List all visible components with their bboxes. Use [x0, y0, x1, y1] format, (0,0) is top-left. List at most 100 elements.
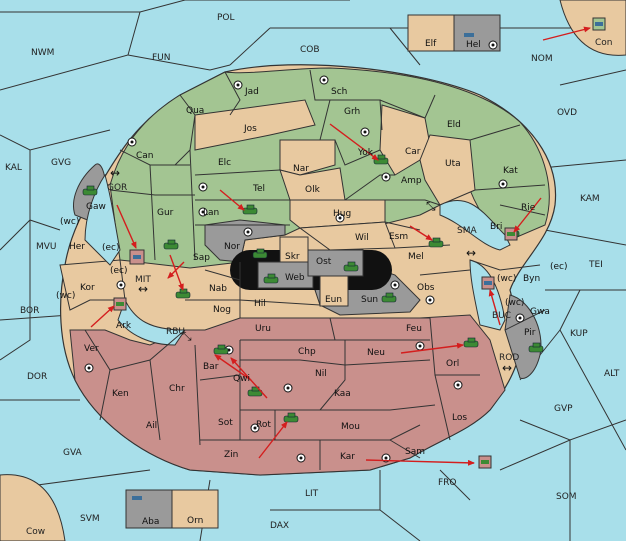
province-label-nil: Nil — [315, 369, 327, 379]
province-label-eun: Eun — [325, 295, 342, 305]
fleet-unit-icon[interactable] — [592, 17, 606, 31]
province-label-qua: Qua — [186, 106, 204, 116]
province-label-ark: Ark — [116, 321, 132, 331]
sea-label-sma: SMA — [457, 226, 477, 236]
sea-label-ovd: OVD — [557, 108, 577, 118]
army-unit-icon[interactable] — [263, 273, 279, 284]
province-label-eld: Eld — [447, 120, 461, 130]
province-label-orn: Orn — [187, 516, 203, 526]
army-unit-icon[interactable] — [213, 344, 229, 355]
passage-mit-arrow: ↔ — [138, 282, 148, 296]
sea-label-bor: BOR — [20, 306, 39, 316]
sea-label-fro: FRO — [438, 478, 457, 488]
fleet-unit-icon[interactable] — [113, 297, 127, 311]
passage-sma-arrow: ⤡ — [426, 199, 436, 213]
sea-label-svm: SVM — [80, 514, 100, 524]
province-label-mel: Mel — [408, 252, 424, 262]
sea-label-dax: DAX — [270, 521, 289, 531]
fleet-unit-icon[interactable] — [130, 493, 144, 503]
fleet-unit-icon[interactable] — [462, 30, 476, 40]
box-elf[interactable] — [407, 14, 455, 52]
sea-label-kal: KAL — [5, 163, 22, 173]
province-label-gur: Gur — [157, 208, 174, 218]
province-label-obs: Obs — [417, 283, 435, 293]
units — [82, 17, 606, 503]
sea-label-lit: LIT — [305, 489, 319, 499]
sea-labels: POL NWM FUN COB NOM OVD KAL GVG KAM TEI … — [5, 13, 620, 537]
province-label-hug: Hug — [333, 209, 351, 219]
army-unit-icon[interactable] — [82, 185, 98, 196]
province-label-skr: Skr — [285, 252, 300, 262]
province-olk[interactable] — [279, 167, 346, 201]
sea-sma[interactable] — [439, 199, 511, 251]
province-label-uru: Uru — [255, 324, 271, 334]
army-unit-icon[interactable] — [463, 337, 479, 348]
supply-centers — [84, 40, 525, 463]
coast-tag-ec: (ec) — [110, 266, 128, 276]
fleet-unit-icon[interactable] — [504, 227, 518, 241]
fleet-unit-icon[interactable] — [129, 249, 145, 265]
coast-tag-wc: (wc) — [56, 291, 75, 301]
army-unit-icon[interactable] — [343, 261, 359, 272]
order-arrows — [90, 26, 591, 466]
coast-tag-wc: (wc) — [60, 217, 79, 227]
coast-tags: (wc) (ec) (ec) (wc) (wc) (ec) (wc) — [56, 217, 568, 308]
province-label-hel: Hel — [466, 40, 481, 50]
army-unit-icon[interactable] — [163, 239, 179, 250]
passage-arrows: ↔ ↔ ⤡ ⤡ ↔ ↔ — [110, 166, 512, 375]
province-label-kar: Kar — [340, 452, 355, 462]
province-labels: Jad Sch Qua Jos Grh Eld Can Car Yok Uta … — [69, 39, 550, 527]
province-label-qwi: Qwi — [233, 374, 250, 384]
province-pir[interactable] — [504, 294, 542, 379]
sea-label-mit: MIT — [135, 275, 151, 285]
province-label-rot: Rot — [256, 420, 271, 430]
province-label-sot: Sot — [218, 418, 233, 428]
province-label-nor: Nor — [224, 242, 240, 252]
province-nar[interactable] — [279, 139, 336, 176]
province-nor[interactable] — [204, 219, 286, 263]
province-label-yok: Yok — [357, 148, 374, 158]
province-label-feu: Feu — [406, 324, 422, 334]
province-label-nar: Nar — [293, 164, 309, 174]
sea-label-nwm: NWM — [31, 48, 54, 58]
sea-label-con: Con — [595, 38, 613, 48]
fleet-unit-icon[interactable] — [481, 276, 495, 290]
sea-label-som: SOM — [556, 492, 577, 502]
army-unit-icon[interactable] — [428, 237, 444, 248]
province-label-ver: Ver — [84, 344, 99, 354]
province-label-gwa: Gwa — [530, 307, 550, 317]
sea-label-buc: BUC — [492, 311, 511, 321]
province-label-her: Her — [69, 242, 85, 252]
sea-label-rod: ROD — [499, 353, 519, 363]
province-label-can: Can — [136, 151, 154, 161]
sea-label-tei: TEI — [588, 260, 603, 270]
army-unit-icon[interactable] — [252, 248, 268, 259]
province-label-olk: Olk — [305, 185, 321, 195]
province-label-kaa: Kaa — [334, 389, 351, 399]
province-label-jos: Jos — [243, 124, 257, 134]
sea-label-cob: COB — [300, 45, 320, 55]
province-label-mou: Mou — [341, 422, 360, 432]
army-unit-icon[interactable] — [242, 204, 258, 215]
army-unit-icon[interactable] — [528, 342, 544, 353]
fleet-unit-icon[interactable] — [478, 455, 492, 469]
province-label-esm: Esm — [389, 232, 408, 242]
province-label-nab: Nab — [209, 284, 227, 294]
region-red — [69, 314, 506, 476]
province-jos[interactable] — [194, 99, 316, 151]
province-label-rie: Rie — [521, 203, 536, 213]
army-unit-icon[interactable] — [283, 412, 299, 423]
box-orn[interactable] — [171, 489, 219, 529]
province-skr[interactable] — [279, 236, 309, 264]
province-label-ail: Ail — [146, 421, 157, 431]
sea-label-gvp: GVP — [554, 404, 573, 414]
army-unit-icon[interactable] — [381, 292, 397, 303]
sea-rbu[interactable] — [117, 298, 186, 346]
province-label-orl: Orl — [446, 359, 459, 369]
province-label-sam: Sam — [405, 447, 425, 457]
province-label-ken: Ken — [112, 389, 129, 399]
province-eun[interactable] — [319, 275, 349, 307]
province-label-amp: Amp — [401, 176, 422, 186]
province-label-bar: Bar — [203, 362, 219, 372]
